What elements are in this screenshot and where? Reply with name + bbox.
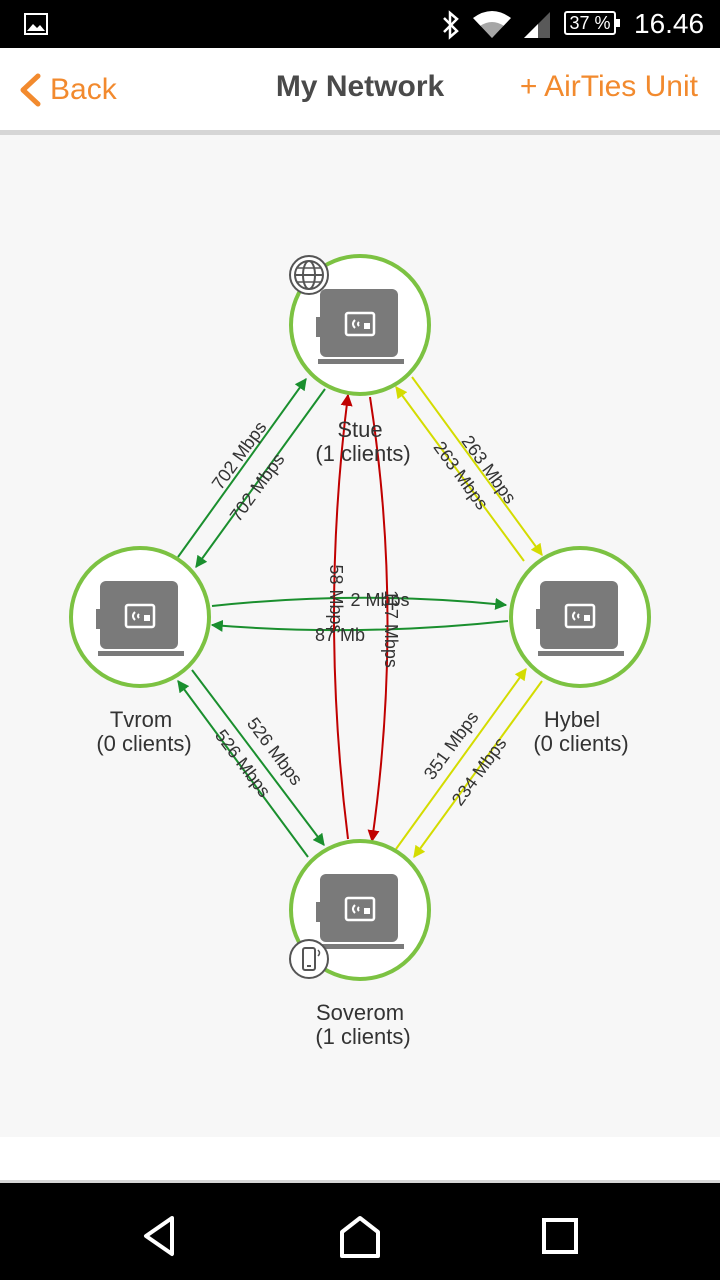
link-label: 2 Mbps xyxy=(350,590,409,610)
node-hybel[interactable]: Hybel (0 clients) xyxy=(509,546,651,756)
link-stue-to-tvrom[interactable] xyxy=(195,388,326,568)
link-stue-to-hybel[interactable] xyxy=(411,376,543,556)
back-label: Back xyxy=(50,73,117,106)
wifi-icon xyxy=(473,11,511,38)
link-hybel-to-tvrom[interactable] xyxy=(210,619,509,632)
mobile-device-icon xyxy=(289,939,329,979)
battery-indicator: 37 % xyxy=(564,11,620,35)
link-tvrom-to-stue[interactable] xyxy=(177,378,307,558)
link-soverom-to-hybel[interactable] xyxy=(395,668,527,850)
node-name: Stue xyxy=(337,417,382,442)
node-name: Soverom xyxy=(316,1000,404,1025)
add-airties-unit-button[interactable]: + AirTies Unit xyxy=(519,70,698,103)
node-name: Hybel xyxy=(544,707,600,732)
clock: 16.46 xyxy=(634,8,705,39)
node-clients: (1 clients) xyxy=(315,1024,410,1049)
link-soverom-to-tvrom[interactable] xyxy=(177,680,309,858)
bluetooth-icon xyxy=(443,10,459,40)
status-icons xyxy=(440,10,552,40)
bottom-spacer xyxy=(0,1137,720,1180)
link-label: 87 Mb xyxy=(315,625,365,645)
airties-unit-icon xyxy=(94,579,186,658)
network-map: 702 Mbps 702 Mbps 263 Mbps 263 Mbps 2 Mb… xyxy=(0,135,720,1137)
link-stue-to-soverom[interactable] xyxy=(367,396,389,843)
airties-unit-icon xyxy=(534,579,626,658)
node-clients: (1 clients) xyxy=(315,441,410,466)
gallery-icon xyxy=(24,13,48,35)
node-soverom[interactable]: Soverom (1 clients) xyxy=(289,839,431,1049)
nav-divider xyxy=(0,1180,720,1183)
node-clients: (0 clients) xyxy=(96,731,191,756)
node-name: Tvrom xyxy=(110,707,172,732)
node-stue[interactable]: Stue (1 clients) xyxy=(289,254,431,466)
airties-unit-icon xyxy=(314,872,406,951)
back-nav-icon[interactable] xyxy=(136,1212,184,1260)
network-diagram: 702 Mbps 702 Mbps 263 Mbps 263 Mbps 2 Mb… xyxy=(69,254,651,1049)
system-nav-bar xyxy=(0,1180,720,1280)
status-bar: 37 % 16.46 xyxy=(0,0,720,48)
globe-icon xyxy=(289,255,329,295)
link-tvrom-to-hybel[interactable] xyxy=(211,596,508,610)
link-hybel-to-stue[interactable] xyxy=(395,386,525,562)
app-bar: Back My Network + AirTies Unit xyxy=(0,48,720,135)
link-label: 117 Mbps xyxy=(381,590,401,668)
node-tvrom[interactable]: Tvrom (0 clients) xyxy=(69,546,211,756)
link-tvrom-to-soverom[interactable] xyxy=(191,669,325,846)
airties-unit-icon xyxy=(314,287,406,366)
link-label: 58 Mbps xyxy=(326,564,346,633)
back-button[interactable]: Back xyxy=(18,68,117,112)
recents-nav-icon[interactable] xyxy=(536,1212,584,1260)
link-hybel-to-soverom[interactable] xyxy=(413,680,543,858)
home-nav-icon[interactable] xyxy=(336,1212,384,1260)
page-title: My Network xyxy=(275,70,445,103)
cell-signal-icon xyxy=(524,12,550,38)
link-soverom-to-stue[interactable] xyxy=(333,393,353,840)
node-clients: (0 clients) xyxy=(533,731,628,756)
chevron-left-icon xyxy=(20,73,41,107)
